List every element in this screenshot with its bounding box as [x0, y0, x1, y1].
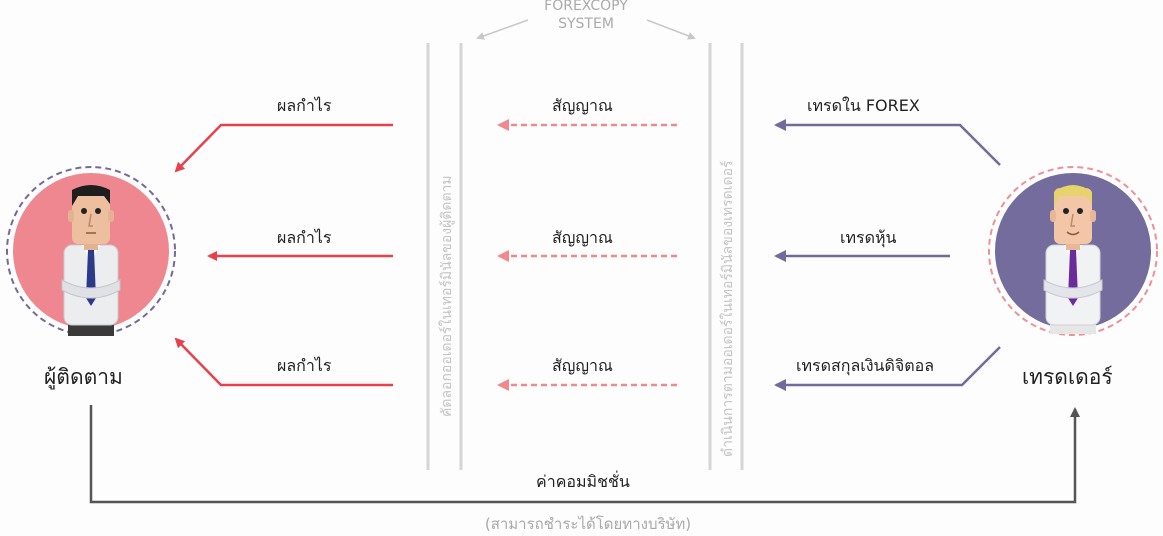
profit-label: ผลกำไร: [277, 228, 332, 247]
trader-label: เทรดเดอร์: [1022, 365, 1113, 389]
commission-label: ค่าคอมมิชชั่น: [536, 472, 630, 491]
trade-arrow: [774, 346, 1001, 391]
follower-avatar: [6, 166, 176, 336]
trade-label-forex: เทรดใน FOREX: [807, 96, 920, 115]
system-title-line1: FOREXCOPY: [544, 0, 628, 14]
commission-note: (สามารถชำระได้โดยทางบริษัท): [484, 515, 692, 533]
right-vertical-text: ดำเนินการตามออเดอร์ในเทอร์มินัลของเทรดเด…: [720, 160, 736, 457]
trade-label-crypto: เทรดสกุลเงินดิจิตอล: [796, 356, 935, 375]
trader-avatar: [988, 166, 1158, 336]
profit-label: ผลกำไร: [277, 96, 332, 115]
profit-arrow: [174, 337, 393, 387]
system-pointer-left: [476, 19, 529, 40]
profit-label: ผลกำไร: [277, 356, 332, 375]
system-title: FOREXCOPY SYSTEM: [520, 0, 652, 33]
trade-label-stocks: เทรดหุ้น: [840, 228, 897, 247]
trade-arrow: [774, 119, 1001, 166]
commission-arrow: [89, 405, 1080, 504]
trader-person-icon: [1043, 185, 1103, 334]
left-vertical-text: คัดลอกออเดอร์ในเทอร์มินัลของผู้ติดตาม: [439, 175, 455, 417]
signal-label: สัญญาณ: [552, 96, 613, 115]
signal-label: สัญญาณ: [552, 228, 613, 247]
follower-person-icon: [61, 185, 121, 336]
profit-arrow: [174, 123, 393, 173]
signal-label: สัญญาณ: [552, 356, 613, 375]
system-pointer-right: [646, 19, 696, 40]
system-title-line2: SYSTEM: [558, 16, 614, 32]
follower-label: ผู้ติดตาม: [44, 365, 123, 389]
